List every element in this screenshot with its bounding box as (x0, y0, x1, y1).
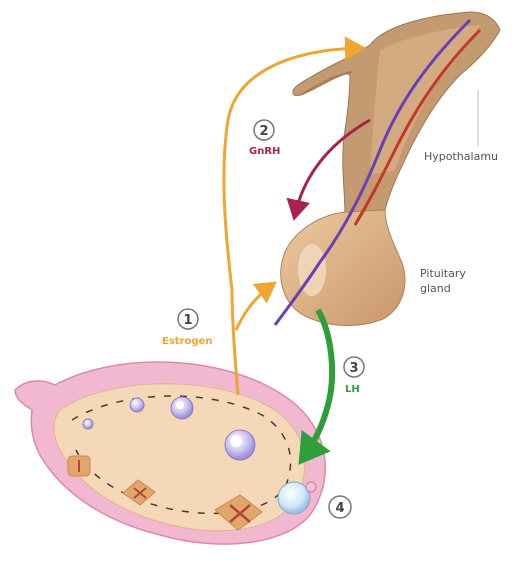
follicle-small-2 (130, 398, 144, 412)
pituitary-label-line2: gland (420, 282, 451, 295)
step-1-number: 1 (183, 313, 192, 328)
pituitary-label-line1: Pituitary (420, 267, 466, 280)
step-2-label: GnRH (249, 146, 280, 157)
step-3-label: LH (345, 384, 360, 395)
step-4-badge: 4 (329, 496, 351, 518)
hypothalamus-label: Hypothalamu (424, 150, 498, 163)
step-2-badge: 2 (254, 120, 274, 140)
ovary (15, 362, 325, 544)
step-1-badge: 1 (178, 309, 198, 329)
follicle-small-1 (83, 419, 93, 429)
step-3-number: 3 (349, 361, 358, 376)
follicle-medium (171, 397, 193, 419)
step-2-number: 2 (259, 124, 268, 139)
step-1-label: Estrogen (162, 336, 212, 347)
step-4-number: 4 (335, 501, 344, 516)
follicle-large (225, 430, 255, 460)
step-3-badge: 3 (344, 357, 364, 377)
